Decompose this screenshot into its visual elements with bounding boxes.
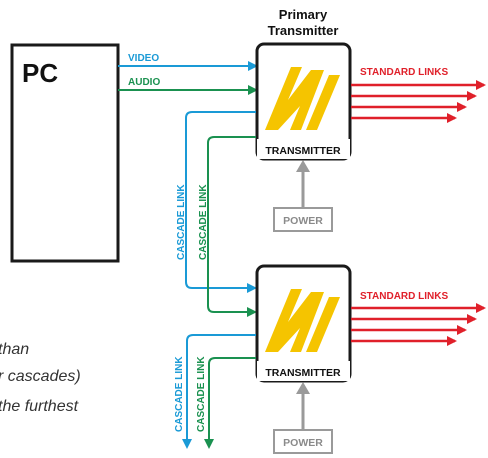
note-line2: r cascades) bbox=[0, 368, 81, 385]
pc-label: PC bbox=[22, 58, 58, 88]
cascade-link-green-label: CASCADE LINK bbox=[198, 184, 209, 260]
cascade-out-green-label: CASCADE LINK bbox=[196, 356, 207, 432]
transmitter-bottom: TRANSMITTER bbox=[255, 264, 352, 383]
primary-title-line2: Transmitter bbox=[268, 23, 339, 38]
cascade-link-blue-label: CASCADE LINK bbox=[176, 184, 187, 260]
cascade-link-green bbox=[207, 136, 257, 317]
cascade-out-blue bbox=[182, 334, 256, 449]
standard-links-bottom bbox=[351, 303, 486, 346]
primary-title-line1: Primary bbox=[279, 7, 328, 22]
audio-label: AUDIO bbox=[128, 77, 160, 88]
note-line3: the furthest bbox=[0, 398, 79, 415]
power-label-bottom: POWER bbox=[283, 437, 323, 449]
transmitter-top-label: TRANSMITTER bbox=[265, 145, 341, 157]
transmitter-top: TRANSMITTER bbox=[255, 42, 352, 161]
standard-links-top-label: STANDARD LINKS bbox=[360, 67, 448, 78]
power-arrow-top-icon bbox=[296, 160, 310, 172]
power-arrow-bottom-icon bbox=[296, 382, 310, 394]
standard-links-top bbox=[351, 80, 486, 123]
cascade-out-blue-label: CASCADE LINK bbox=[174, 356, 185, 432]
power-label-top: POWER bbox=[283, 215, 323, 227]
cascade-link-blue bbox=[185, 111, 257, 293]
cascade-out-green bbox=[204, 357, 256, 449]
note-line1: than bbox=[0, 341, 29, 358]
transmitter-bottom-label: TRANSMITTER bbox=[265, 367, 341, 379]
transmitter-logo-bottom-icon bbox=[265, 289, 340, 352]
power-box-bottom: POWER bbox=[273, 429, 333, 454]
video-label: VIDEO bbox=[128, 53, 159, 64]
transmitter-logo-icon bbox=[265, 67, 340, 130]
standard-links-bottom-label: STANDARD LINKS bbox=[360, 291, 448, 302]
pc-box: PC bbox=[10, 43, 120, 263]
power-box-top: POWER bbox=[273, 207, 333, 232]
